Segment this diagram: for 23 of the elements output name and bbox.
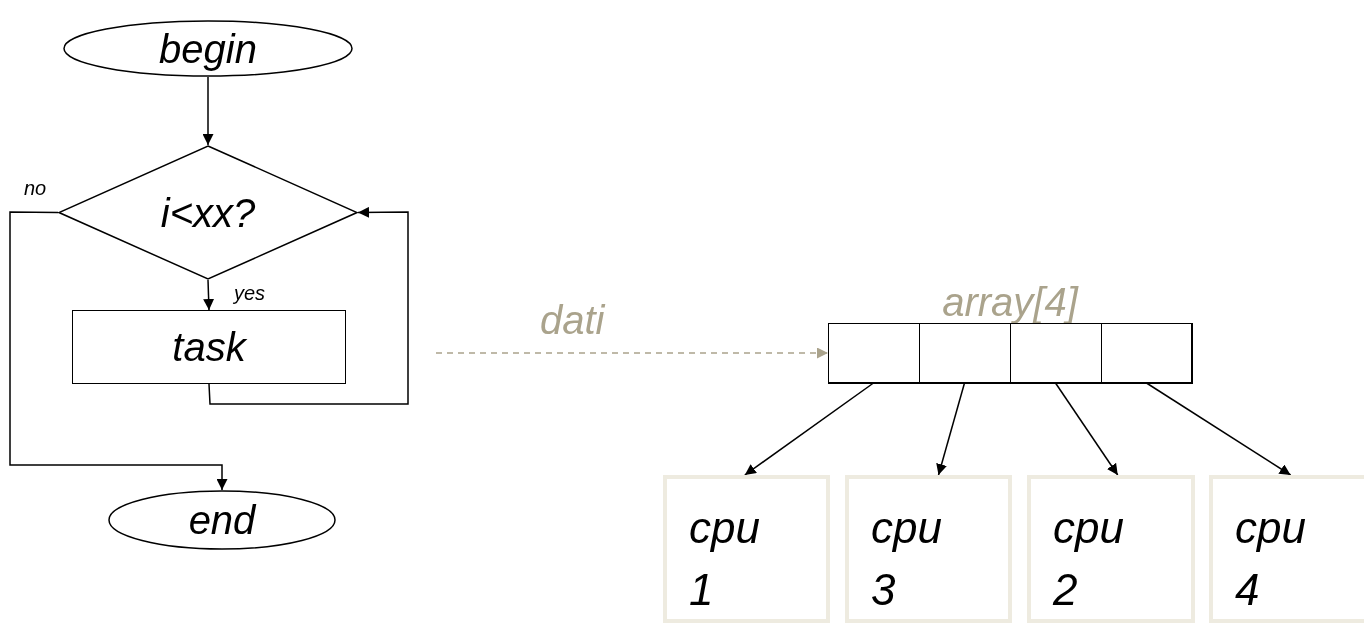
arrow (9, 211, 228, 491)
decision-diamond: i<xx? (58, 145, 358, 280)
arrow (1054, 382, 1119, 476)
cpu-box: cpu 2 (1027, 475, 1195, 623)
arrow (936, 382, 966, 476)
edge-label: dati (540, 300, 605, 340)
terminal-ellipse: begin (63, 20, 353, 77)
arrow (1145, 382, 1292, 476)
cpu-box: cpu 1 (663, 475, 830, 623)
arrow (435, 347, 829, 359)
edge-label: yes (234, 283, 266, 303)
arrow (208, 206, 409, 405)
array-heading: array[4] (942, 282, 1078, 322)
arrow (203, 279, 215, 311)
array-cell (1101, 323, 1193, 384)
array-cell (1010, 323, 1102, 384)
terminal-ellipse: end (108, 490, 336, 550)
arrow (202, 76, 214, 146)
arrow (744, 382, 875, 476)
process-box: task (72, 310, 346, 384)
cpu-box: cpu 3 (845, 475, 1012, 623)
edge-label: no (24, 178, 47, 198)
cpu-box: cpu 4 (1209, 475, 1364, 623)
